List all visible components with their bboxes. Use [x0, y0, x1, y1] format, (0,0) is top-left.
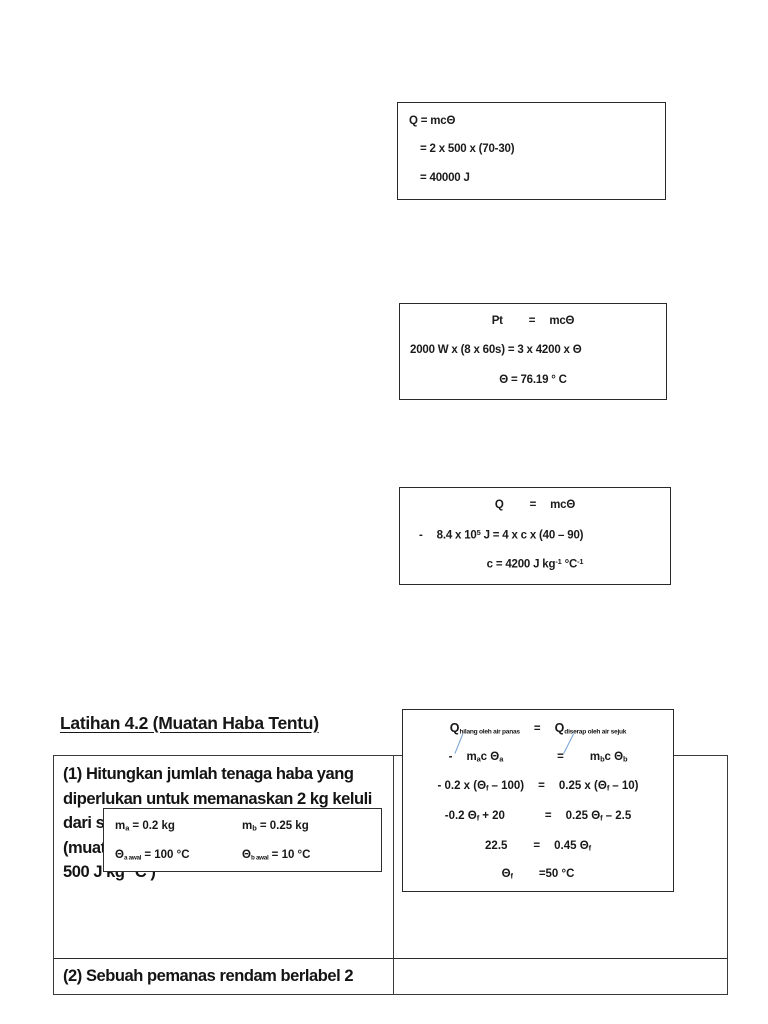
- box1-line-3: = 40000 J: [420, 172, 470, 184]
- theta-b-value: = 10 °C: [271, 849, 311, 861]
- question-1-line-4: (muat: [63, 838, 106, 857]
- box4-ma-sub: a: [476, 754, 481, 764]
- box4-row5-right-sub: f: [588, 843, 592, 853]
- exercise-heading: Latihan 4.2 (Muatan Haba Tentu): [60, 713, 319, 733]
- box4-theta-final-value: 50 °C: [545, 868, 575, 880]
- box4-ctheta-b: c Θ: [604, 751, 624, 763]
- box4-row4-right-rest: – 2.5: [602, 810, 632, 822]
- box4-row3-right-sub: f: [606, 783, 610, 793]
- theta-b-subscript: b awal: [250, 854, 269, 862]
- box3-kg-exponent: -1: [555, 557, 562, 566]
- box2-mctheta: mcΘ: [549, 315, 575, 327]
- box3-line-3: c = 4200 J kg-1 °C-1: [400, 557, 670, 570]
- box4-row3-right-rest: – 10): [609, 780, 639, 792]
- box4-row5-left: 22.5: [485, 840, 508, 852]
- box4-row3-left: - 0.2 x (Θ: [437, 780, 487, 792]
- box3-line-1: Q = mcΘ: [400, 499, 670, 511]
- box3-degc-exponent: -1: [577, 557, 584, 566]
- box4-row-1: Qhilang oleh air panas = Qdiserap oleh air…: [403, 721, 673, 736]
- question-1-line-1: (1) Hitungkan jumlah tenaga haba yang: [63, 765, 354, 783]
- table-vertical-divider: [393, 756, 395, 994]
- question-2-cell: (2) Sebuah pemanas rendam berlabel 2: [63, 967, 354, 985]
- box4-row3-left-rest: – 100): [488, 780, 525, 792]
- box4-row5-equals: =: [533, 840, 541, 852]
- mass-b-subscript: b: [252, 823, 257, 833]
- box4-row6-equals: =: [538, 868, 546, 880]
- box4-row-3: - 0.2 x (Θf – 100)=0.25 x (Θf – 10): [403, 780, 673, 793]
- q-lost-subscript: hilang oleh air panas: [459, 728, 521, 736]
- box4-row2-equals: =: [557, 751, 564, 763]
- box4-row-6: Θf =50 °C: [403, 868, 673, 881]
- box4-row4-equals: =: [544, 810, 552, 822]
- box4-ctheta-a: c Θ: [480, 751, 500, 763]
- mass-a-subscript: a: [125, 823, 130, 833]
- mass-a-row: ma = 0.2 kg: [115, 820, 175, 833]
- q-gained-subscript: diserap oleh air sejuk: [564, 728, 627, 736]
- question-1-cell: (1) Hitungkan jumlah tenaga haba yang di…: [63, 762, 393, 885]
- mass-b-row: mb = 0.25 kg: [242, 820, 309, 833]
- box4-theta-b-sub: b: [623, 754, 628, 764]
- box1-line-1: Q = mcΘ: [409, 115, 456, 127]
- specific-heat-capacity-box: Q = mcΘ -8.4 x 105 J = 4 x c x (40 – 90) c…: [399, 487, 671, 585]
- annotation-connector-lines: [454, 733, 575, 754]
- box2-equals: =: [528, 315, 536, 327]
- theta-a-row: Θa awal = 100 °C: [115, 849, 190, 861]
- box3-equals: =: [529, 499, 537, 511]
- box4-theta-a-sub: a: [499, 754, 504, 764]
- box2-line-2: 2000 W x (8 x 60s) = 3 x 4200 x Θ: [410, 344, 582, 356]
- box4-row3-right: 0.25 x (Θ: [558, 780, 607, 792]
- box2-line-1: Pt = mcΘ: [400, 315, 666, 327]
- box4-theta-final-sub: f: [510, 871, 514, 881]
- mass-a-value: = 0.2 kg: [132, 820, 175, 832]
- theta-a-subscript: a awal: [123, 854, 142, 862]
- theta-b-row: Θb awal = 10 °C: [242, 849, 310, 861]
- box4-row-4: -0.2 Θf + 20=0.25 Θf – 2.5: [403, 810, 673, 823]
- mass-a-symbol: m: [115, 820, 126, 832]
- box4-row-2: -mac Θa=mbc Θb: [403, 751, 673, 764]
- question-1-line-2: diperlukan untuk memanaskan 2 kg keluli: [63, 789, 372, 808]
- box4-mb: m: [589, 751, 601, 763]
- box4-row5-right: 0.45 Θ: [554, 840, 589, 852]
- q-lost-symbol: Q: [449, 721, 460, 735]
- box4-row4-left: -0.2 Θ: [444, 810, 477, 822]
- box1-line-2: = 2 x 500 x (70-30): [420, 143, 515, 155]
- box4-row1-equals: =: [533, 723, 541, 735]
- box3-energy-value: 8.4 x 10: [436, 529, 477, 542]
- theta-a-value: = 100 °C: [144, 849, 190, 861]
- heat-energy-calculation-box: Q = mcΘ = 2 x 500 x (70-30) = 40000 J: [397, 102, 666, 200]
- exercise-questions-table: (1) Hitungkan jumlah tenaga haba yang di…: [53, 755, 728, 995]
- box4-theta-final-symbol: Θ: [501, 868, 511, 880]
- box3-c-result: c = 4200 J kg: [486, 558, 556, 571]
- q-gained-symbol: Q: [554, 721, 565, 735]
- box4-row4-left-sub: f: [476, 813, 480, 823]
- theta-a-symbol: Θ: [115, 849, 124, 861]
- box4-row4-left-rest: + 20: [479, 810, 505, 822]
- box4-row3-equals: =: [538, 780, 545, 792]
- box3-energy-exponent: 5: [476, 528, 481, 537]
- question-1-line-3: dari s: [63, 814, 105, 832]
- box4-row4-right-sub: f: [600, 813, 603, 823]
- box4-row2-minus: -: [448, 751, 453, 763]
- box3-minus-sign: -: [419, 529, 423, 542]
- mass-b-symbol: m: [242, 820, 253, 832]
- box2-pt-label: Pt: [491, 315, 503, 327]
- mass-b-value: = 0.25 kg: [259, 820, 309, 832]
- box3-degc-unit: °C: [564, 558, 578, 571]
- box3-line-2: -8.4 x 105 J = 4 x c x (40 – 90): [419, 528, 583, 541]
- box4-row3-left-sub: f: [486, 783, 489, 793]
- box2-line-3: Θ = 76.19 ° C: [499, 374, 567, 386]
- box4-row-5: 22.5 = 0.45 Θf: [403, 840, 673, 853]
- box4-mb-sub: b: [600, 754, 605, 764]
- box4-ma: m: [466, 751, 477, 763]
- given-values-overlay-box: ma = 0.2 kg mb = 0.25 kg Θa awal = 100 °…: [103, 808, 382, 872]
- power-time-calculation-box: Pt = mcΘ 2000 W x (8 x 60s) = 3 x 4200 x Θ…: [399, 303, 667, 400]
- box4-row4-right: 0.25 Θ: [565, 810, 601, 822]
- table-horizontal-divider: [54, 958, 727, 960]
- theta-b-symbol: Θ: [242, 849, 251, 861]
- box3-line2-rest: J = 4 x c x (40 – 90): [483, 529, 584, 542]
- box3-mctheta: mcΘ: [550, 499, 576, 511]
- box3-q-label: Q: [494, 499, 504, 511]
- thermal-equilibrium-box: Qhilang oleh air panas = Qdiserap oleh air…: [402, 709, 674, 892]
